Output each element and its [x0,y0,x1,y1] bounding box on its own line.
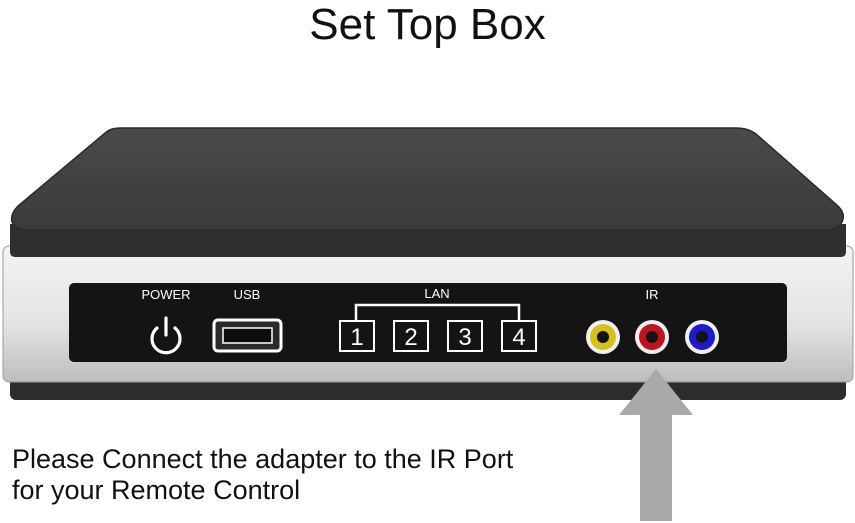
instruction-line-1: Please Connect the adapter to the IR Por… [12,444,514,474]
lan-port-4-label: 4 [512,324,525,351]
lan-port-2: 2 [393,320,429,352]
blue-jack [685,320,719,354]
lan-port-3: 3 [447,320,483,352]
usb-label: USB [234,287,261,302]
box-lid-top [10,127,845,231]
usb-port-icon [212,318,283,353]
lan-port-1: 1 [339,320,375,352]
instruction-text: Please Connect the adapter to the IR Por… [12,444,513,506]
yellow-jack [586,320,620,354]
lan-port-4: 4 [501,320,537,352]
lan-port-3-label: 3 [458,324,471,351]
box-lid-edge [10,224,846,257]
arrow-up-icon [619,369,693,521]
power-label: POWER [141,287,190,302]
instruction-line-2: for your Remote Control [12,475,301,505]
power-icon [150,316,182,355]
lan-port-2-label: 2 [404,324,417,351]
lan-label: LAN [424,286,449,301]
lan-port-1-label: 1 [350,324,363,351]
lan-bracket [354,303,521,320]
diagram-title: Set Top Box [309,0,546,49]
red-jack [635,320,669,354]
ir-label: IR [646,287,659,302]
